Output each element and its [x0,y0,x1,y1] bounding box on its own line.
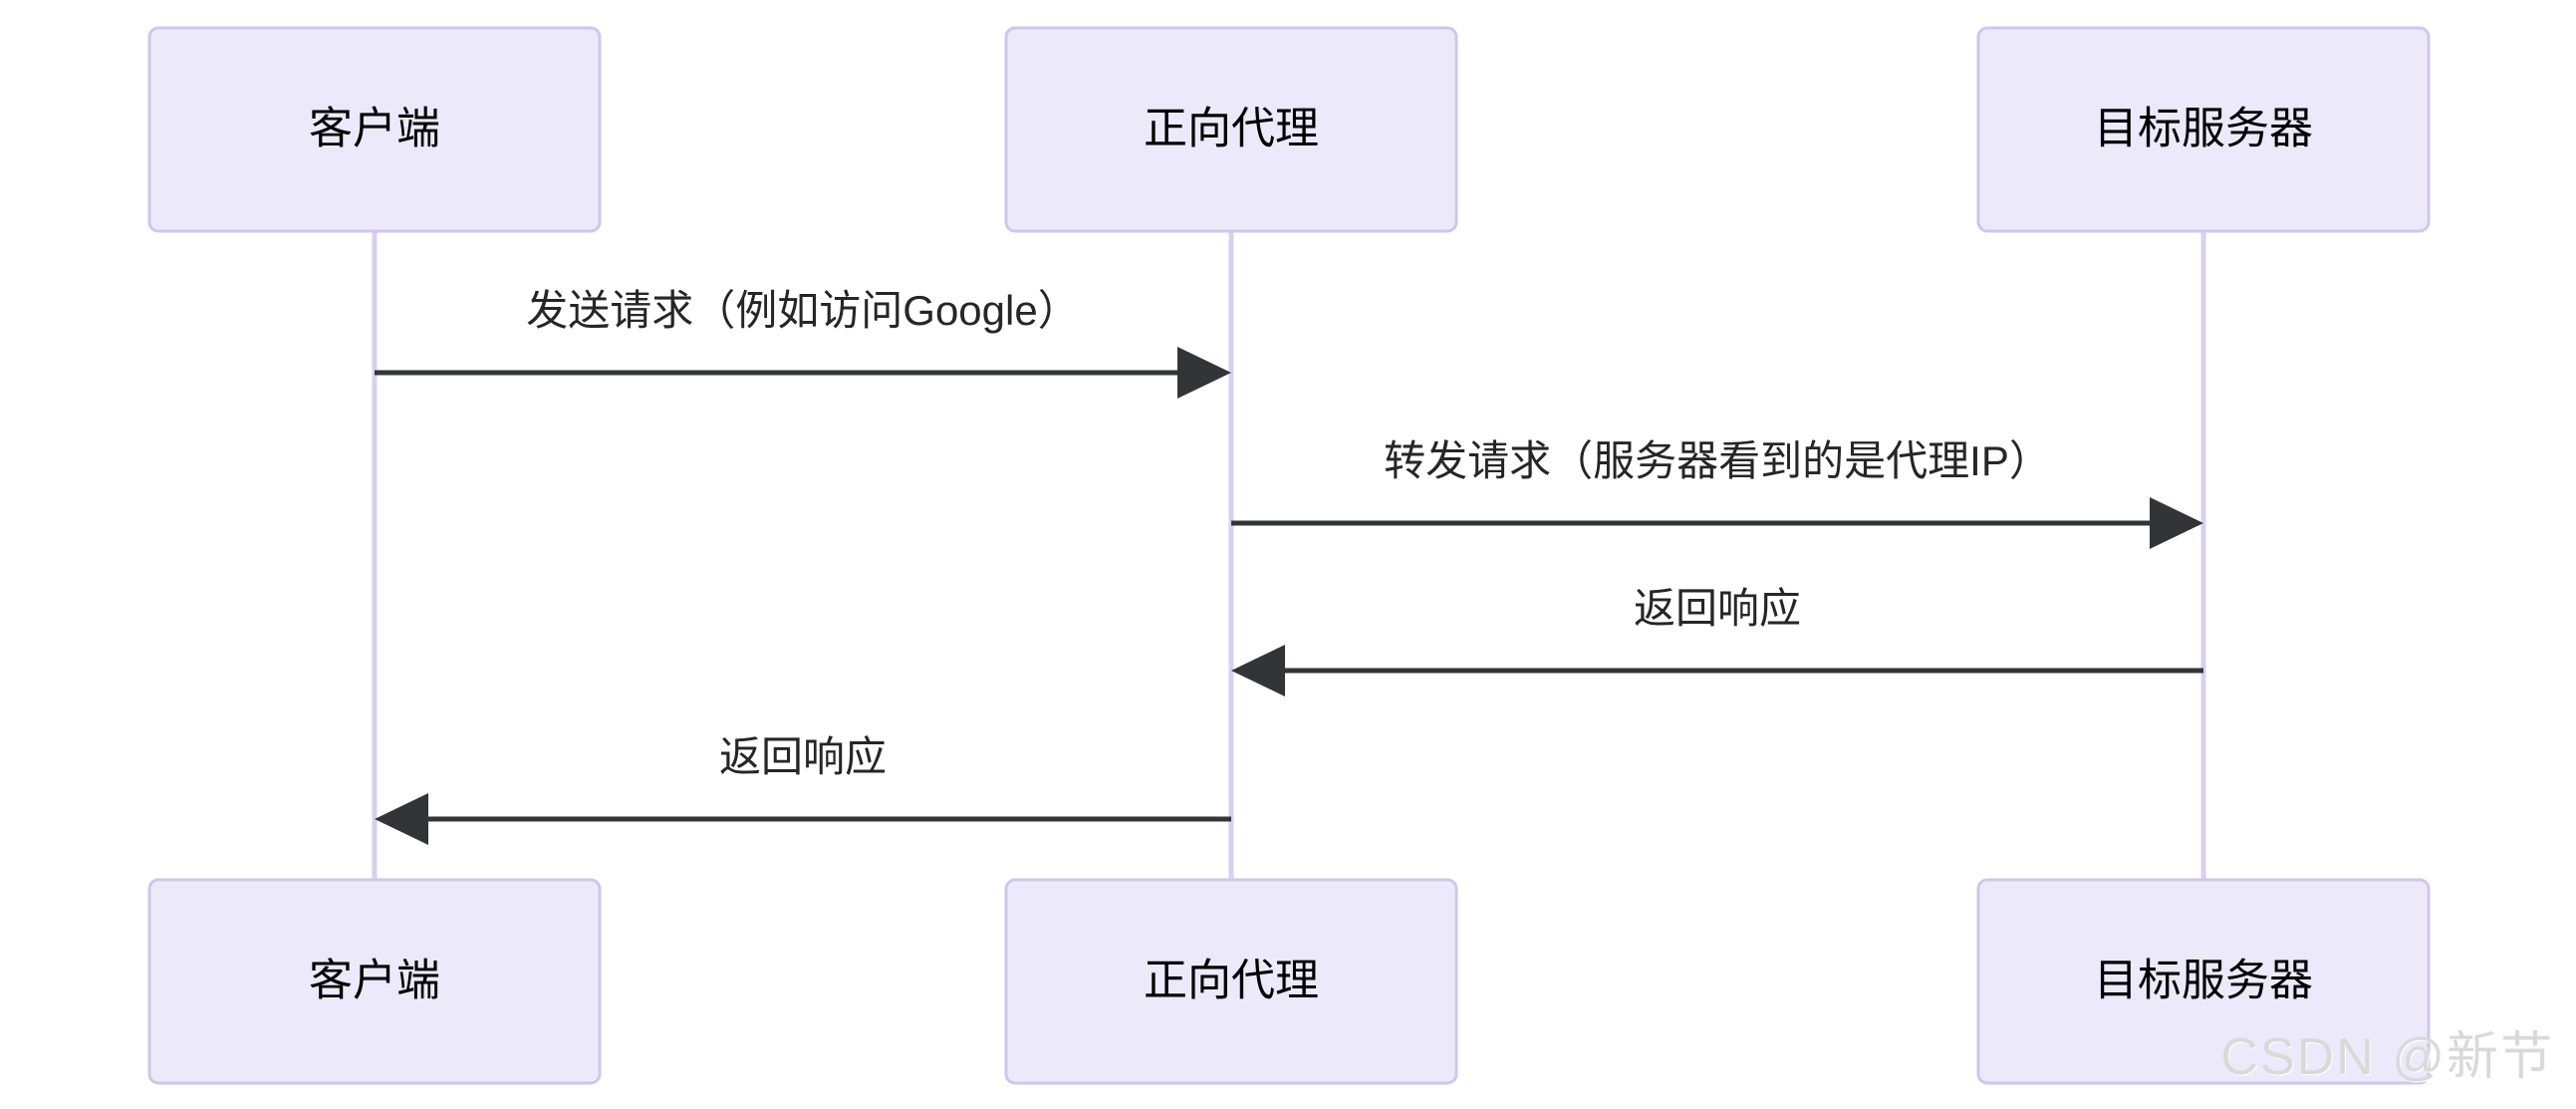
message-4-label: 返回响应 [719,733,887,780]
participant-box-rect [1004,26,1458,233]
participant-label-client-bottom: 客户端 [309,957,440,1005]
participant-box-rect [1976,26,2431,233]
participant-box-client-top[interactable]: 客户端 [147,26,602,233]
participant-box-server-top[interactable]: 目标服务器 [1976,26,2431,233]
participant-box-server-bottom[interactable]: 目标服务器 [1976,878,2431,1085]
message-2-label: 转发请求（服务器看到的是代理IP） [1384,437,2051,484]
participant-boxes-top: 客户端 正向代理 目标服务器 [147,26,2431,233]
participant-box-proxy-top[interactable]: 正向代理 [1004,26,1458,233]
message-2-arrowhead-right-icon [2150,497,2203,549]
message-3-return-response[interactable]: 返回响应 [1231,585,2203,696]
message-1-arrowhead-right-icon [1177,347,1231,399]
messages-layer: 发送请求（例如访问Google） 转发请求（服务器看到的是代理IP） 返回响应 … [375,287,2203,845]
message-3-label: 返回响应 [1634,585,1801,632]
participant-label-proxy-top: 正向代理 [1144,105,1319,153]
participant-label-server-top: 目标服务器 [2094,105,2313,153]
message-1-send-request[interactable]: 发送请求（例如访问Google） [375,287,1231,399]
message-3-arrowhead-left-icon [1231,645,1285,696]
participant-box-client-bottom[interactable]: 客户端 [147,878,602,1085]
participant-box-rect [147,26,602,233]
message-1-label: 发送请求（例如访问Google） [526,287,1079,334]
participant-label-server-bottom: 目标服务器 [2094,957,2313,1005]
participant-box-rect [1976,878,2431,1085]
message-4-return-response[interactable]: 返回响应 [375,733,1231,845]
message-4-arrowhead-left-icon [375,793,428,845]
message-2-forward-request[interactable]: 转发请求（服务器看到的是代理IP） [1231,437,2203,549]
lifelines-layer [372,231,2206,880]
participant-boxes-bottom: 客户端 正向代理 目标服务器 [147,878,2431,1085]
participant-box-proxy-bottom[interactable]: 正向代理 [1004,878,1458,1085]
participant-label-proxy-bottom: 正向代理 [1144,957,1319,1005]
participant-label-client-top: 客户端 [309,105,440,153]
participant-box-rect [147,878,602,1085]
participant-box-rect [1004,878,1458,1085]
